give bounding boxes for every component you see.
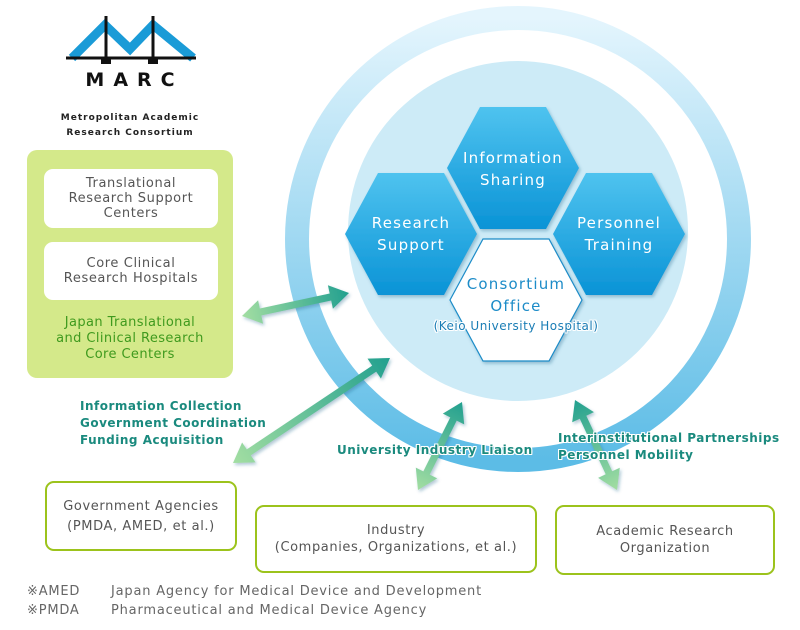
consortium-office-hexagon <box>449 238 583 362</box>
box-line: Translational <box>85 176 177 191</box>
hex-label-line: Personnel <box>576 214 662 232</box>
partner-line: Government Agencies <box>63 498 219 514</box>
logo-subtitle-line: Metropolitan Academic <box>60 113 200 123</box>
footnote-text: Japan Agency for Medical Device and Deve… <box>111 584 482 599</box>
footnote-text: Pharmaceutical and Medical Device Agency <box>111 603 428 618</box>
personnel-training-label: Personnel Training <box>554 212 684 256</box>
outer-ring <box>285 6 751 472</box>
core-centers-label: Japan Translational and Clinical Researc… <box>27 315 233 363</box>
hex-label-line: Office <box>490 297 542 315</box>
box-line: Research Hospitals <box>63 271 199 286</box>
box-line: Research Support <box>68 191 194 206</box>
relation-line: Funding Acquisition <box>80 433 224 447</box>
consortium-office-sublabel: (Keio University Hospital) <box>433 319 599 333</box>
core-clinical-research-hospitals-box: Core Clinical Research Hospitals <box>44 242 218 300</box>
bridge-m-icon <box>66 16 196 64</box>
inner-disk <box>348 61 688 401</box>
panel-label-line: Japan Translational <box>64 315 196 330</box>
government-double-arrow <box>233 358 390 463</box>
hex-label-line: Research <box>371 214 451 232</box>
footnote-key: ※AMED <box>27 584 81 599</box>
panel-label-line: Core Centers <box>85 347 175 362</box>
hex-label-line: Consortium <box>466 275 566 293</box>
footnotes: ※AMED Japan Agency for Medical Device and… <box>27 582 482 620</box>
logo-subtitle-line: Research Consortium <box>66 128 194 138</box>
industry-double-arrow <box>415 402 465 490</box>
relation-line: Personnel Mobility <box>558 448 694 462</box>
logo-subtitle: Metropolitan Academic Research Consortiu… <box>40 111 220 141</box>
partner-line: Industry <box>366 523 426 538</box>
footnote-pmda: ※PMDA Pharmaceutical and Medical Device A… <box>27 601 482 620</box>
personnel-training-hexagon <box>553 173 685 295</box>
partner-line: (PMDA, AMED, et al.) <box>67 518 215 534</box>
footnote-amed: ※AMED Japan Agency for Medical Device and… <box>27 582 482 601</box>
footnote-key: ※PMDA <box>27 603 80 618</box>
core-centers-panel: Translational Research Support Centers C… <box>27 150 233 378</box>
hex-label-line: Training <box>584 236 654 254</box>
hex-label-line: Support <box>377 236 445 254</box>
academic-relation-label: Interinstitutional Partnerships Personne… <box>558 430 780 464</box>
government-relation-label: Information Collection Government Coordi… <box>80 398 266 449</box>
industry-box: Industry (Companies, Organizations, et a… <box>255 505 537 573</box>
government-agencies-box: Government Agencies (PMDA, AMED, et al.) <box>45 481 237 551</box>
information-sharing-hexagon <box>447 107 579 229</box>
hex-label-line: Sharing <box>480 171 546 189</box>
research-support-label: Research Support <box>346 212 476 256</box>
relation-line: Interinstitutional Partnerships <box>558 431 780 445</box>
information-sharing-label: Information Sharing <box>448 147 578 191</box>
translational-research-support-centers-box: Translational Research Support Centers <box>44 169 218 228</box>
relation-line: Information Collection <box>80 399 242 413</box>
partner-line: (Companies, Organizations, et al.) <box>274 540 518 555</box>
logo-wordmark: MARC <box>85 69 184 91</box>
box-line: Centers <box>103 206 159 221</box>
partner-line: Organization <box>619 541 711 556</box>
partner-line: Academic Research <box>596 524 734 539</box>
academic-double-arrow <box>572 400 620 490</box>
industry-relation-label: University Industry Liaison <box>337 443 533 457</box>
box-line: Core Clinical <box>86 256 176 271</box>
research-support-hexagon <box>345 173 477 295</box>
academic-research-organization-box: Academic Research Organization <box>555 505 775 575</box>
panel-label-line: and Clinical Research <box>56 331 204 346</box>
core-centers-double-arrow <box>242 285 349 324</box>
relation-line: Government Coordination <box>80 416 267 430</box>
consortium-office-label: Consortium Office <box>436 273 596 317</box>
hex-label-line: Information <box>462 149 564 167</box>
